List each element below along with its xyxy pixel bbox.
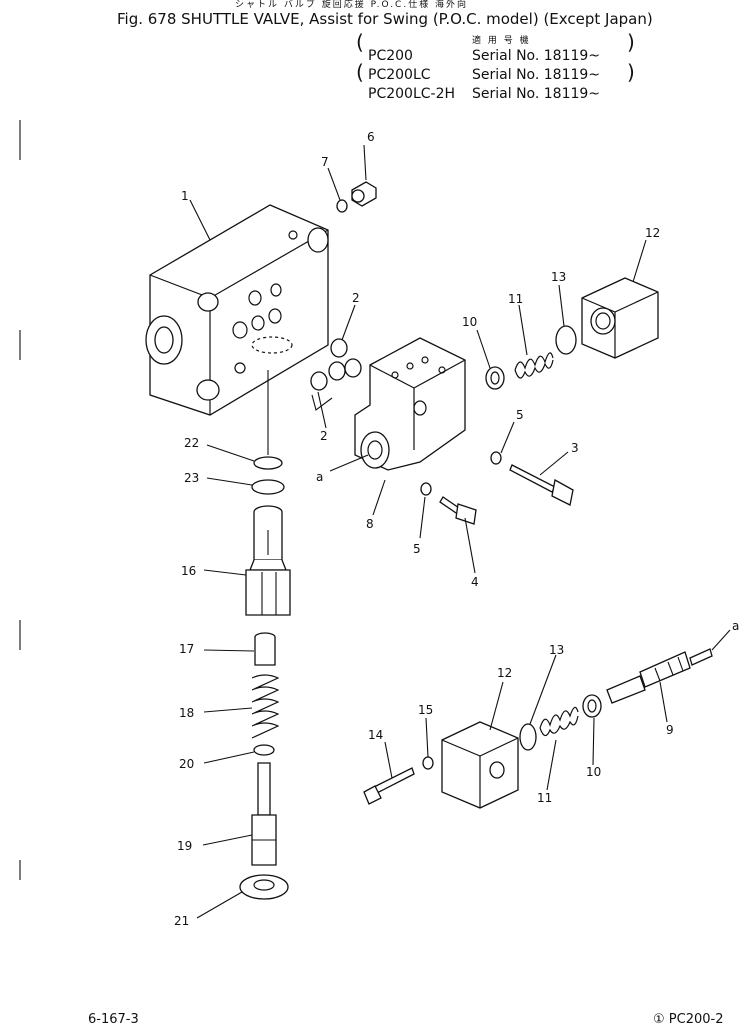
poppet-part-19 [251,762,277,866]
piston-part-17 [254,632,276,666]
o-rings-part-2 [310,338,362,411]
callout-12: 12 [645,226,660,240]
callout-10: 10 [462,315,477,329]
callout-19: 19 [177,839,192,853]
callout-11: 11 [537,791,552,805]
callout-13: 13 [549,643,564,657]
seat-part-10-upper [485,366,505,390]
callout-17: 17 [179,642,194,656]
washer-part-5-right [490,451,502,465]
o-ring-part-23 [251,479,285,495]
callout-22: 22 [184,436,199,450]
callout-18: 18 [179,706,194,720]
callout-21: 21 [174,914,189,928]
leader-lines [189,144,731,919]
callout-1: 1 [181,189,189,203]
plug-assembly-part-16 [245,505,291,616]
model-serial: Serial No. 18119~ [472,48,601,64]
callout-10: 10 [586,765,601,779]
page-code: 6-167-3 [88,1012,139,1027]
callout-2: 2 [352,291,360,305]
callout-5: 5 [413,542,421,556]
callout-6: 6 [367,130,375,144]
bolt-part-3 [509,464,574,506]
spring-part-11-upper [514,352,554,379]
o-ring-part-7 [336,199,348,213]
model-reference: ① PC200-2 [653,1012,724,1027]
callout-8: 8 [366,517,374,531]
plug-part-6 [351,181,377,207]
o-ring-part-22 [253,456,283,470]
valve-body-part-1 [145,204,329,416]
callout-23: 23 [184,471,199,485]
callout-13: 13 [551,270,566,284]
spring-part-18 [251,674,280,739]
callout-7: 7 [321,155,329,169]
model-name: PC200LC-2H [368,86,456,102]
figure-title: Fig. 678 SHUTTLE VALVE, Assist for Swing… [117,10,653,28]
model-name: PC200 [368,48,413,64]
open-paren: ( [356,60,364,84]
callout-4: 4 [471,575,479,589]
seat-part-10-lower [582,694,602,718]
washer-part-5-left [420,482,432,496]
callout-11: 11 [508,292,523,306]
callout-15: 15 [418,703,433,717]
washer-part-15 [422,756,434,770]
callout-5: 5 [516,408,524,422]
callout-3: 3 [571,441,579,455]
callout-a: a [732,619,739,633]
nut-part-21 [239,874,289,900]
model-name: PC200LC [368,67,431,83]
flange-part-12-upper [581,277,659,359]
model-serial: Serial No. 18119~ [472,67,601,83]
o-ring-part-20 [253,744,275,756]
flange-part-12-lower [441,721,519,809]
bolt-part-4 [439,496,477,525]
spring-part-11-lower [539,706,579,737]
callout-16: 16 [181,564,196,578]
callout-9: 9 [666,723,674,737]
callout-2: 2 [320,429,328,443]
bolt-part-14 [363,767,415,805]
o-ring-part-13-lower [519,723,537,751]
applicable-models-label: 適 用 号 機 [472,36,531,46]
japanese-title: シャトル バルブ 旋回応援 P.O.C.仕様 海外向 [235,0,469,10]
model-serial: Serial No. 18119~ [472,86,601,102]
callout-12: 12 [497,666,512,680]
callout-20: 20 [179,757,194,771]
close-paren: ) [627,30,635,54]
callout-14: 14 [368,728,383,742]
close-paren: ) [627,60,635,84]
spool-part-9 [606,648,713,704]
callout-a: a [316,470,323,484]
o-ring-part-13-upper [555,325,577,355]
shuttle-body-part-8 [354,337,466,471]
open-paren: ( [356,30,364,54]
